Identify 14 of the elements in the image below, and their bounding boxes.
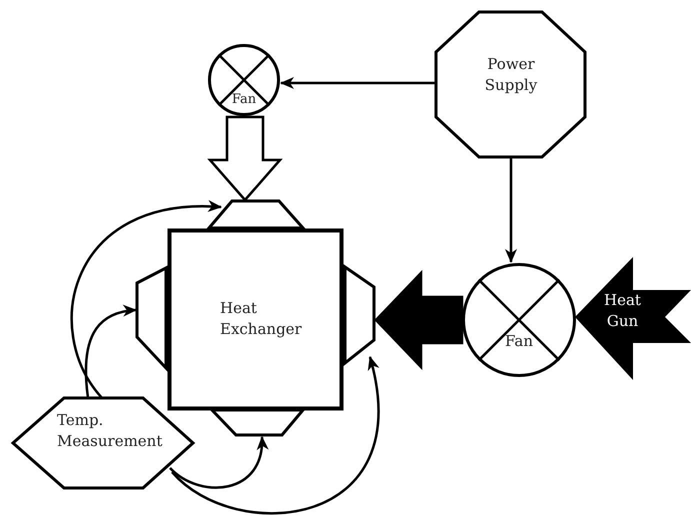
arrow: [169, 436, 268, 489]
node-label: Temp. Measurement: [57, 410, 164, 452]
node-label: Fan: [230, 91, 258, 109]
arrow: [171, 356, 380, 514]
arrow: [70, 200, 222, 399]
node-label: Heat Exchanger: [220, 298, 303, 340]
arrow: [280, 77, 436, 89]
arrow: [84, 305, 137, 398]
node-label: Heat Gun: [603, 290, 642, 332]
block-arrow: [374, 270, 464, 370]
block-arrow: [207, 116, 283, 202]
node-label: Fan: [504, 331, 534, 352]
arrow: [505, 157, 517, 263]
node-label: Power Supply: [484, 54, 538, 96]
